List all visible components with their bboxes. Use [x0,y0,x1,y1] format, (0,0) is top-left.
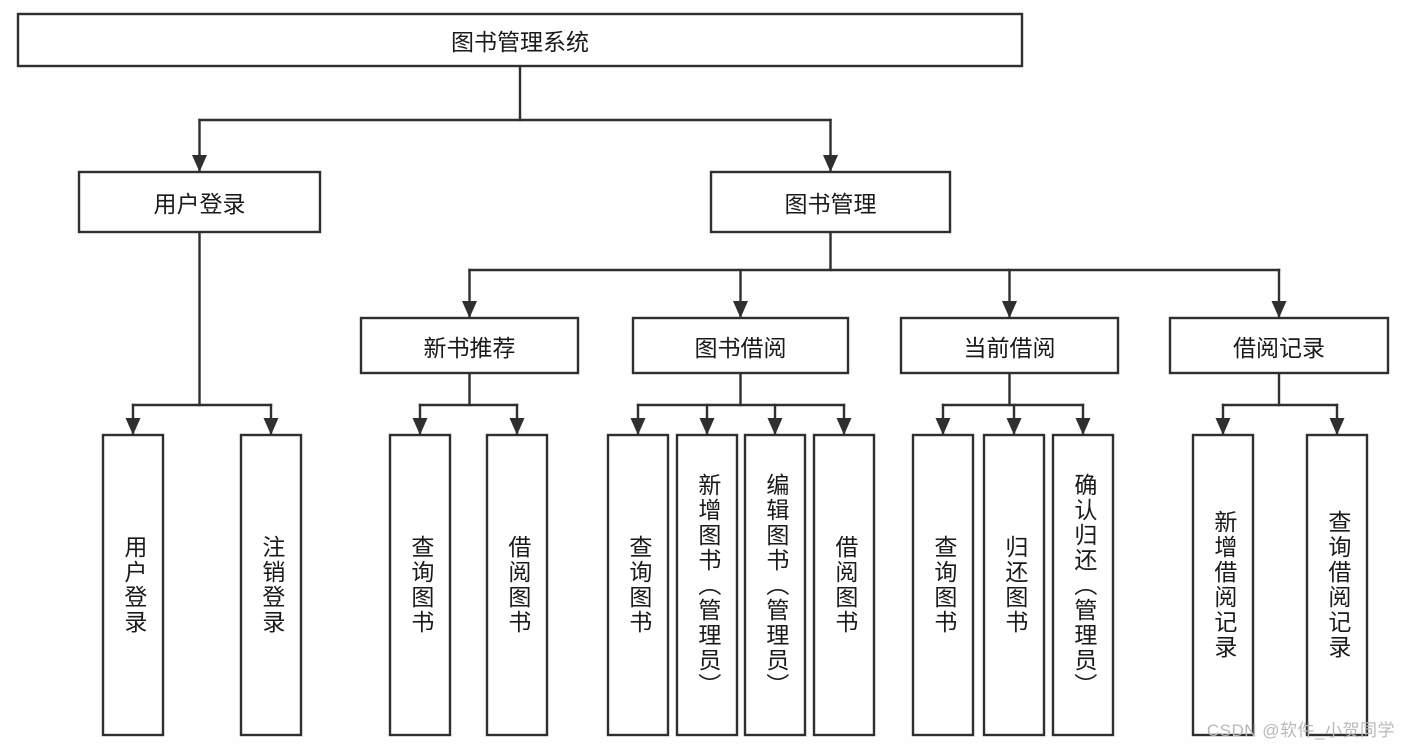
arrow-head [630,418,646,435]
arrow-head [1329,418,1345,435]
arrow-head [836,418,852,435]
arrow-head [823,155,838,172]
arrow-head [1075,418,1091,435]
node-box-leaf-user-login[interactable] [101,433,165,737]
node-box-leaf-user-logout[interactable] [239,433,303,737]
node-box-leaf-borrow-book[interactable] [812,433,876,737]
edges-layer [125,64,1345,437]
node-box-leaf-add-book[interactable] [675,433,739,737]
node-box-leaf-query-book-current[interactable] [911,433,975,737]
node-box-book-borrow[interactable] [631,316,850,375]
arrow-head [767,418,783,435]
node-box-borrow-record[interactable] [1168,316,1390,375]
arrow-head [733,301,748,318]
node-box-new-book-recommend[interactable] [359,316,580,375]
boxes-layer [16,12,1390,737]
node-box-leaf-return-book[interactable] [982,433,1046,737]
node-box-leaf-edit-book[interactable] [743,433,807,737]
node-box-user-login[interactable] [77,170,322,234]
node-box-leaf-borrow-book-rec[interactable] [485,433,549,737]
arrow-head [935,418,951,435]
arrow-head [192,155,207,172]
node-box-leaf-add-borrow-record[interactable] [1191,433,1255,737]
arrow-head [1215,418,1231,435]
arrow-head [1006,418,1022,435]
node-box-leaf-confirm-return[interactable] [1051,433,1115,737]
node-box-leaf-query-book-borrow[interactable] [606,433,670,737]
arrow-head [263,418,279,435]
node-box-current-borrow[interactable] [899,316,1120,375]
arrow-head [412,418,428,435]
arrow-head [1271,301,1287,318]
arrow-head [699,418,715,435]
node-box-leaf-query-book-rec[interactable] [388,433,452,737]
arrow-head [125,418,141,435]
node-box-book-manage[interactable] [709,170,952,234]
arrow-head [509,418,525,435]
node-box-root[interactable] [16,12,1024,68]
arrow-head [462,301,477,318]
node-box-leaf-query-borrow-record[interactable] [1305,433,1369,737]
arrow-head [1002,301,1017,318]
